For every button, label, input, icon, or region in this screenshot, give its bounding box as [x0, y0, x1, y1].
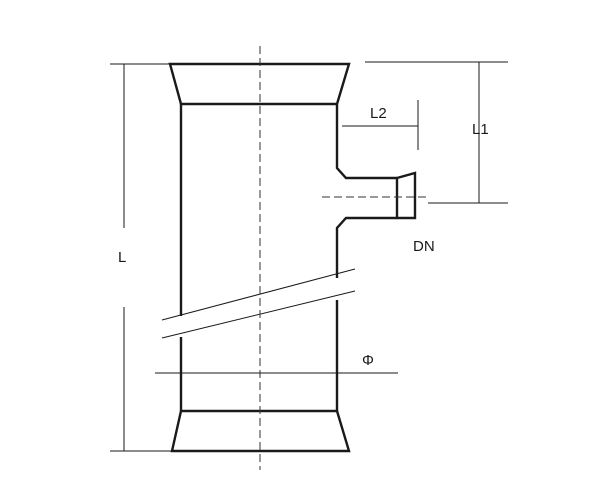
dn-label: DN	[413, 238, 435, 255]
break-line-upper	[161, 268, 356, 321]
bottom-socket	[170, 409, 351, 453]
main-body-right-wall-lower	[335, 216, 397, 278]
diameter-label: Φ	[362, 352, 374, 369]
break-line-lower	[161, 290, 356, 339]
branch-socket	[395, 171, 417, 220]
dim-l-label: L	[118, 249, 126, 266]
dim-l2-label: L2	[370, 105, 387, 122]
main-body-right-wall-upper	[335, 104, 397, 180]
dim-l1-label: L1	[472, 121, 489, 138]
